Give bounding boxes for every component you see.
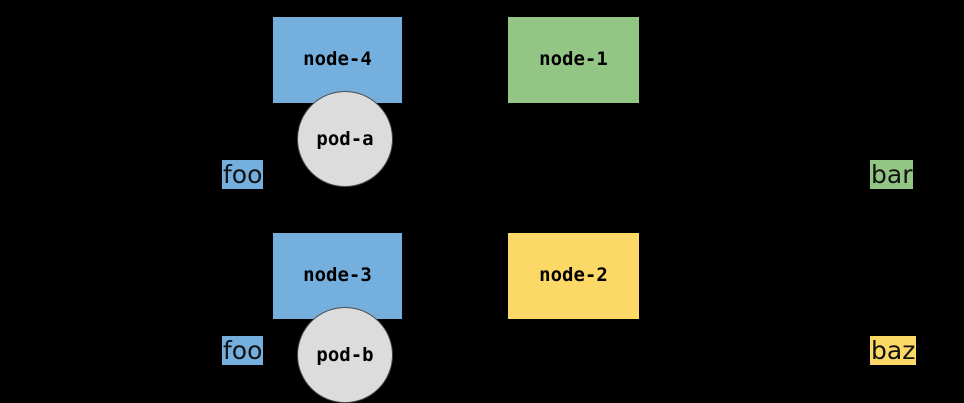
tag-label-baz: baz [870, 336, 917, 366]
pod-circle-label: pod-a [316, 128, 374, 150]
tag-text: bar [870, 160, 914, 189]
tag-text: baz [870, 336, 917, 365]
node-box-node-4[interactable]: node-4 [273, 17, 402, 103]
pod-circle-pod-b[interactable]: pod-b [297, 307, 393, 403]
node-box-node-3[interactable]: node-3 [273, 233, 402, 319]
pod-circle-pod-a[interactable]: pod-a [297, 91, 393, 187]
node-box-label: node-3 [303, 264, 372, 286]
tag-label-bar: bar [870, 160, 914, 190]
tag-text: foo [222, 160, 264, 189]
tag-text: foo [222, 336, 264, 365]
node-box-label: node-4 [303, 48, 372, 70]
node-box-node-1[interactable]: node-1 [508, 17, 639, 103]
tag-label-foo-top: foo [222, 160, 264, 190]
node-box-label: node-1 [539, 48, 608, 70]
pod-circle-label: pod-b [316, 344, 374, 366]
node-box-node-2[interactable]: node-2 [508, 233, 639, 319]
node-box-label: node-2 [539, 264, 608, 286]
tag-label-foo-bottom: foo [222, 336, 264, 366]
